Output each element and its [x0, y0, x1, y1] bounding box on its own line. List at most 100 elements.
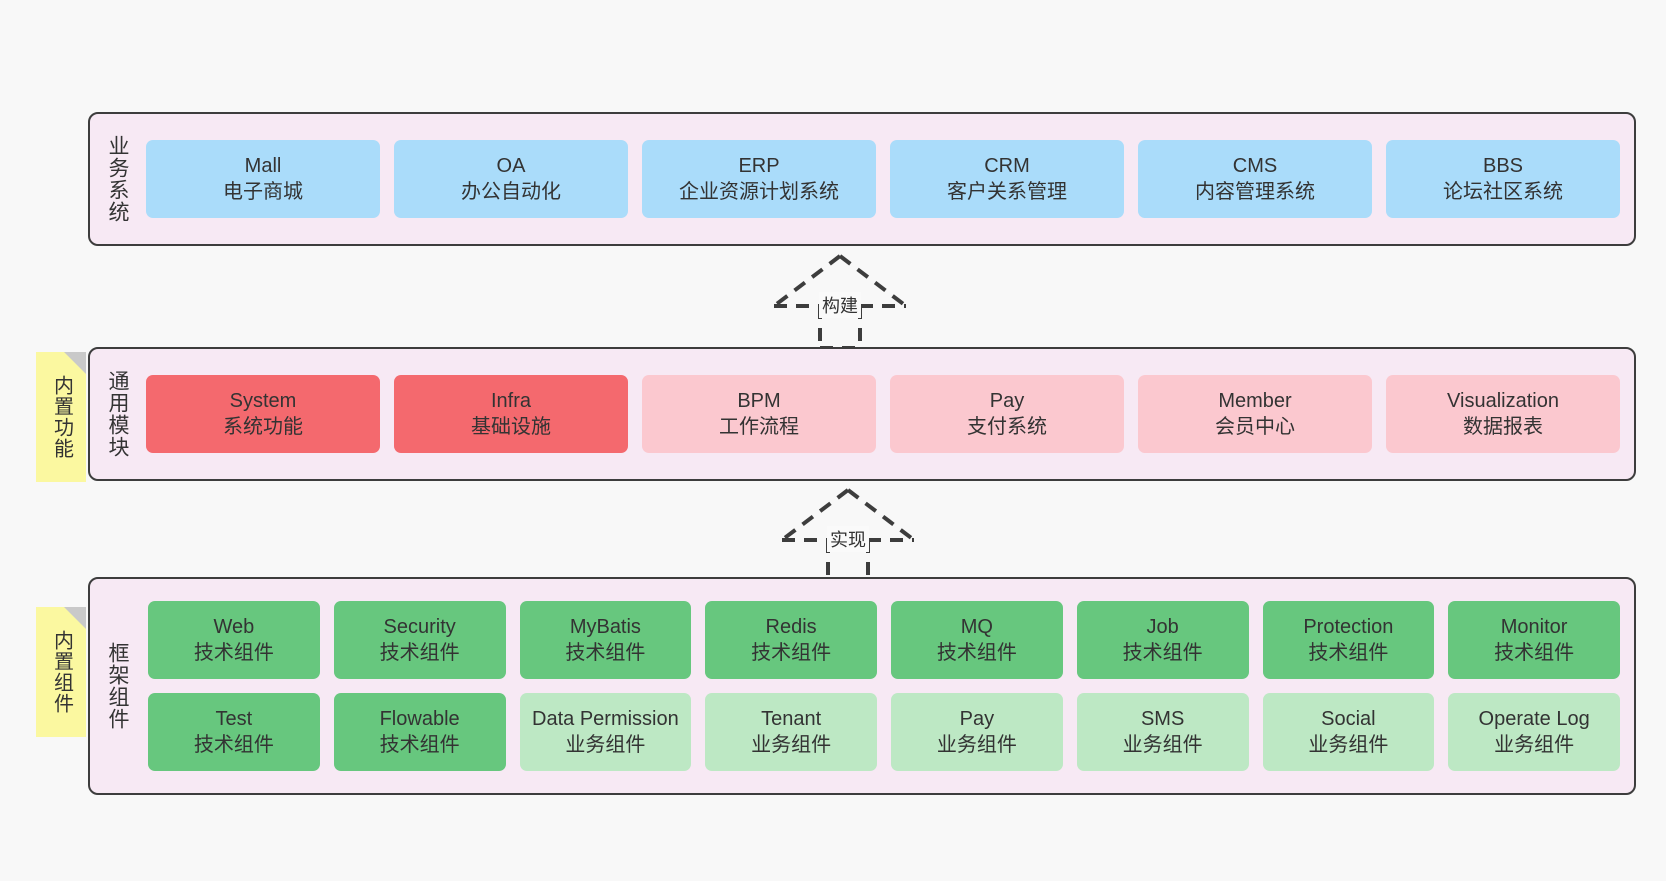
layer-framework-components-title: 框架组件 [106, 642, 130, 730]
card-name: CRM [984, 155, 1030, 177]
card-mq[interactable]: MQ 技术组件 [891, 601, 1063, 679]
card-description: 技术组件 [565, 642, 646, 664]
card-description: 系统功能 [223, 416, 303, 438]
card-oa[interactable]: OA 办公自动化 [394, 140, 628, 218]
card-description: 电子商城 [223, 181, 303, 203]
layer-business-system-title: 业务系统 [106, 135, 130, 223]
card-description: 会员中心 [1215, 416, 1295, 438]
card-mall[interactable]: Mall 电子商城 [146, 140, 380, 218]
card-visualization[interactable]: Visualization 数据报表 [1386, 375, 1620, 453]
card-web[interactable]: Web 技术组件 [148, 601, 320, 679]
arrow-implement-label: 实现 [827, 526, 869, 552]
card-name: Pay [989, 390, 1025, 412]
card-member[interactable]: Member 会员中心 [1138, 375, 1372, 453]
card-name: Data Permission [532, 708, 679, 730]
card-crm[interactable]: CRM 客户关系管理 [890, 140, 1124, 218]
card-security[interactable]: Security 技术组件 [333, 601, 506, 679]
card-pay[interactable]: Pay 业务组件 [891, 693, 1063, 771]
card-description: 论坛社区系统 [1443, 181, 1563, 203]
card-description: 客户关系管理 [947, 181, 1067, 203]
card-description: 业务组件 [1122, 734, 1203, 756]
card-mybatis[interactable]: MyBatis 技术组件 [519, 601, 692, 679]
layer-business-system: 业务系统 Mall 电子商城 OA 办公自动化 ERP 企业资源计划系统 CRM 客户关系管理… [88, 112, 1636, 246]
card-social[interactable]: Social 业务组件 [1262, 693, 1435, 771]
card-description: 业务组件 [565, 734, 646, 756]
card-name: Test [215, 708, 253, 730]
card-name: ERP [738, 155, 780, 177]
card-description: 技术组件 [193, 642, 274, 664]
card-name: System [229, 390, 297, 412]
card-flowable[interactable]: Flowable 技术组件 [333, 693, 506, 771]
card-name: BPM [737, 390, 781, 412]
generalization-arrow-implement: 实现 [768, 486, 928, 586]
card-name: Operate Log [1478, 708, 1590, 730]
card-name: BBS [1482, 155, 1524, 177]
card-redis[interactable]: Redis 技术组件 [705, 601, 877, 679]
card-name: Infra [490, 390, 532, 412]
card-description: 业务组件 [751, 734, 832, 756]
card-data-permission[interactable]: Data Permission 业务组件 [519, 693, 692, 771]
card-description: 业务组件 [1494, 734, 1575, 756]
layer-business-system-cards: Mall 电子商城 OA 办公自动化 ERP 企业资源计划系统 CRM 客户关系管理 CMS 内容… [144, 114, 1634, 244]
card-description: 企业资源计划系统 [679, 181, 839, 203]
card-name: Social [1321, 708, 1376, 730]
card-monitor[interactable]: Monitor 技术组件 [1448, 601, 1620, 679]
card-system[interactable]: System 系统功能 [146, 375, 380, 453]
card-description: 办公自动化 [461, 181, 561, 203]
card-tenant[interactable]: Tenant 业务组件 [705, 693, 877, 771]
card-description: 技术组件 [1122, 642, 1203, 664]
card-description: 内容管理系统 [1195, 181, 1315, 203]
card-name: Redis [765, 616, 817, 638]
arrow-build-label: 构建 [819, 292, 861, 318]
card-name: MQ [960, 616, 993, 638]
card-bbs[interactable]: BBS 论坛社区系统 [1386, 140, 1620, 218]
card-description: 工作流程 [719, 416, 799, 438]
card-description: 技术组件 [1308, 642, 1389, 664]
card-description: 技术组件 [1494, 642, 1575, 664]
card-protection[interactable]: Protection 技术组件 [1262, 601, 1435, 679]
layer-common-modules-cards: System 系统功能 Infra 基础设施 BPM 工作流程 Pay 支付系统 Member 会… [144, 349, 1634, 479]
card-pay[interactable]: Pay 支付系统 [890, 375, 1124, 453]
card-description: 技术组件 [751, 642, 832, 664]
sticky-note-builtin-functions: 内置功能 [36, 352, 86, 482]
card-name: Job [1146, 616, 1179, 638]
card-test[interactable]: Test 技术组件 [148, 693, 320, 771]
card-name: Pay [959, 708, 995, 730]
card-description: 技术组件 [379, 642, 460, 664]
card-description: 支付系统 [967, 416, 1047, 438]
card-description: 基础设施 [471, 416, 551, 438]
sticky-note-builtin-components: 内置组件 [36, 607, 86, 737]
card-name: Protection [1303, 616, 1394, 638]
card-name: Visualization [1447, 390, 1559, 412]
card-name: Tenant [761, 708, 822, 730]
card-name: Security [383, 616, 456, 638]
card-name: OA [496, 155, 526, 177]
card-operate-log[interactable]: Operate Log 业务组件 [1448, 693, 1620, 771]
card-erp[interactable]: ERP 企业资源计划系统 [642, 140, 876, 218]
card-description: 技术组件 [936, 642, 1017, 664]
card-name: Member [1218, 390, 1292, 412]
card-name: Flowable [379, 708, 460, 730]
card-description: 数据报表 [1463, 416, 1543, 438]
card-cms[interactable]: CMS 内容管理系统 [1138, 140, 1372, 218]
card-name: Mall [244, 155, 282, 177]
card-description: 技术组件 [379, 734, 460, 756]
card-bpm[interactable]: BPM 工作流程 [642, 375, 876, 453]
card-description: 技术组件 [193, 734, 274, 756]
card-name: MyBatis [569, 616, 641, 638]
card-job[interactable]: Job 技术组件 [1076, 601, 1249, 679]
card-sms[interactable]: SMS 业务组件 [1076, 693, 1249, 771]
card-description: 业务组件 [1308, 734, 1389, 756]
card-infra[interactable]: Infra 基础设施 [394, 375, 628, 453]
card-name: SMS [1140, 708, 1185, 730]
card-name: Monitor [1500, 616, 1568, 638]
card-name: Web [213, 616, 255, 638]
generalization-arrow-build: 构建 [760, 252, 920, 352]
card-description: 业务组件 [936, 734, 1017, 756]
card-name: CMS [1232, 155, 1278, 177]
